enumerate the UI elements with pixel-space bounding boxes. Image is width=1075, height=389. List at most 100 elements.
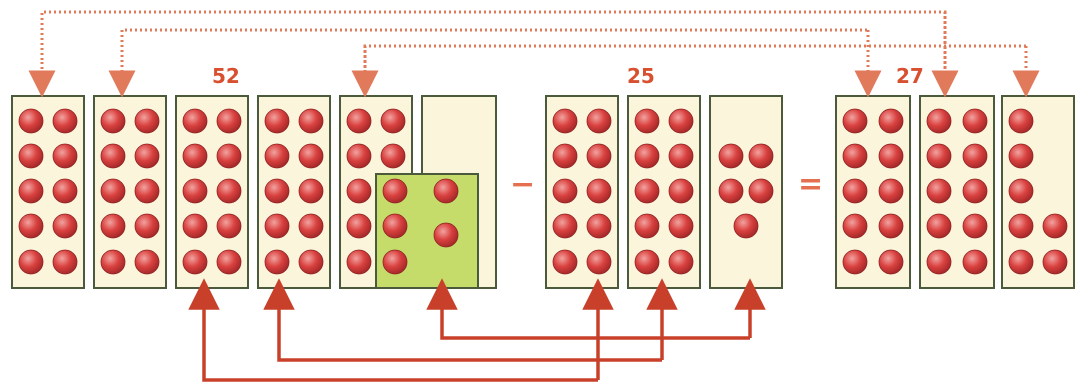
dot [668, 108, 694, 134]
dot [52, 213, 78, 239]
dot [668, 213, 694, 239]
dot [878, 213, 904, 239]
dot [634, 143, 660, 169]
dot [1042, 249, 1068, 275]
dot [134, 143, 160, 169]
dot [100, 249, 126, 275]
dot [264, 213, 290, 239]
dot [586, 108, 612, 134]
dot [634, 213, 660, 239]
dot [216, 178, 242, 204]
equals-sign: = [798, 167, 824, 202]
dot [298, 213, 324, 239]
dot [100, 213, 126, 239]
dot [52, 143, 78, 169]
dot [668, 143, 694, 169]
dot [552, 143, 578, 169]
dot [634, 108, 660, 134]
dot [586, 213, 612, 239]
dot [926, 213, 952, 239]
dot [134, 213, 160, 239]
dot [298, 249, 324, 275]
dot [346, 213, 372, 239]
dot [586, 178, 612, 204]
dot [298, 143, 324, 169]
dot [380, 143, 406, 169]
dot [18, 213, 44, 239]
dot [380, 108, 406, 134]
dot [878, 249, 904, 275]
dot [52, 249, 78, 275]
dot [552, 178, 578, 204]
dot [346, 143, 372, 169]
dot [878, 108, 904, 134]
dot [18, 178, 44, 204]
subtrahend-number: 25 [627, 64, 655, 88]
dot [264, 249, 290, 275]
dot [18, 108, 44, 134]
dot [842, 213, 868, 239]
dot [962, 143, 988, 169]
dot [134, 108, 160, 134]
dot [264, 143, 290, 169]
dot [18, 249, 44, 275]
dot [668, 178, 694, 204]
dot [1042, 213, 1068, 239]
dot [962, 178, 988, 204]
dot [842, 249, 868, 275]
dot [433, 178, 459, 204]
dot [552, 108, 578, 134]
dot [1008, 108, 1034, 134]
minus-sign: − [510, 167, 536, 202]
dot [878, 143, 904, 169]
dot [1008, 143, 1034, 169]
dot [1008, 213, 1034, 239]
dot [216, 213, 242, 239]
dot [382, 249, 408, 275]
dot [182, 213, 208, 239]
dot [962, 213, 988, 239]
minuend-number: 52 [212, 64, 240, 88]
dot [878, 178, 904, 204]
dot [100, 178, 126, 204]
dot [216, 143, 242, 169]
dot [842, 108, 868, 134]
dot [134, 249, 160, 275]
arrow-subtrahend-to-minuend-4 [263, 278, 662, 362]
connector-line [363, 44, 1026, 82]
dot [216, 249, 242, 275]
dot [668, 249, 694, 275]
dot [298, 178, 324, 204]
dot [346, 178, 372, 204]
dot [298, 108, 324, 134]
arrow-subtrahend-to-regrouped [426, 278, 750, 340]
dot [264, 178, 290, 204]
dot [1008, 249, 1034, 275]
dot [346, 108, 372, 134]
difference-number: 27 [896, 64, 924, 88]
dot [100, 108, 126, 134]
dot [962, 249, 988, 275]
dot [18, 143, 44, 169]
dot [216, 108, 242, 134]
dot [926, 143, 952, 169]
dot [1008, 178, 1034, 204]
dot [182, 108, 208, 134]
dot [182, 249, 208, 275]
dot [718, 178, 744, 204]
dot [926, 178, 952, 204]
dot [733, 213, 759, 239]
dot [382, 178, 408, 204]
dot [100, 143, 126, 169]
dot [962, 108, 988, 134]
dot [346, 249, 372, 275]
dot [926, 249, 952, 275]
arrow-subtrahend-to-minuend-3 [188, 278, 598, 382]
dot [552, 213, 578, 239]
dot [134, 178, 160, 204]
dot [382, 213, 408, 239]
dot [264, 108, 290, 134]
dot [552, 249, 578, 275]
